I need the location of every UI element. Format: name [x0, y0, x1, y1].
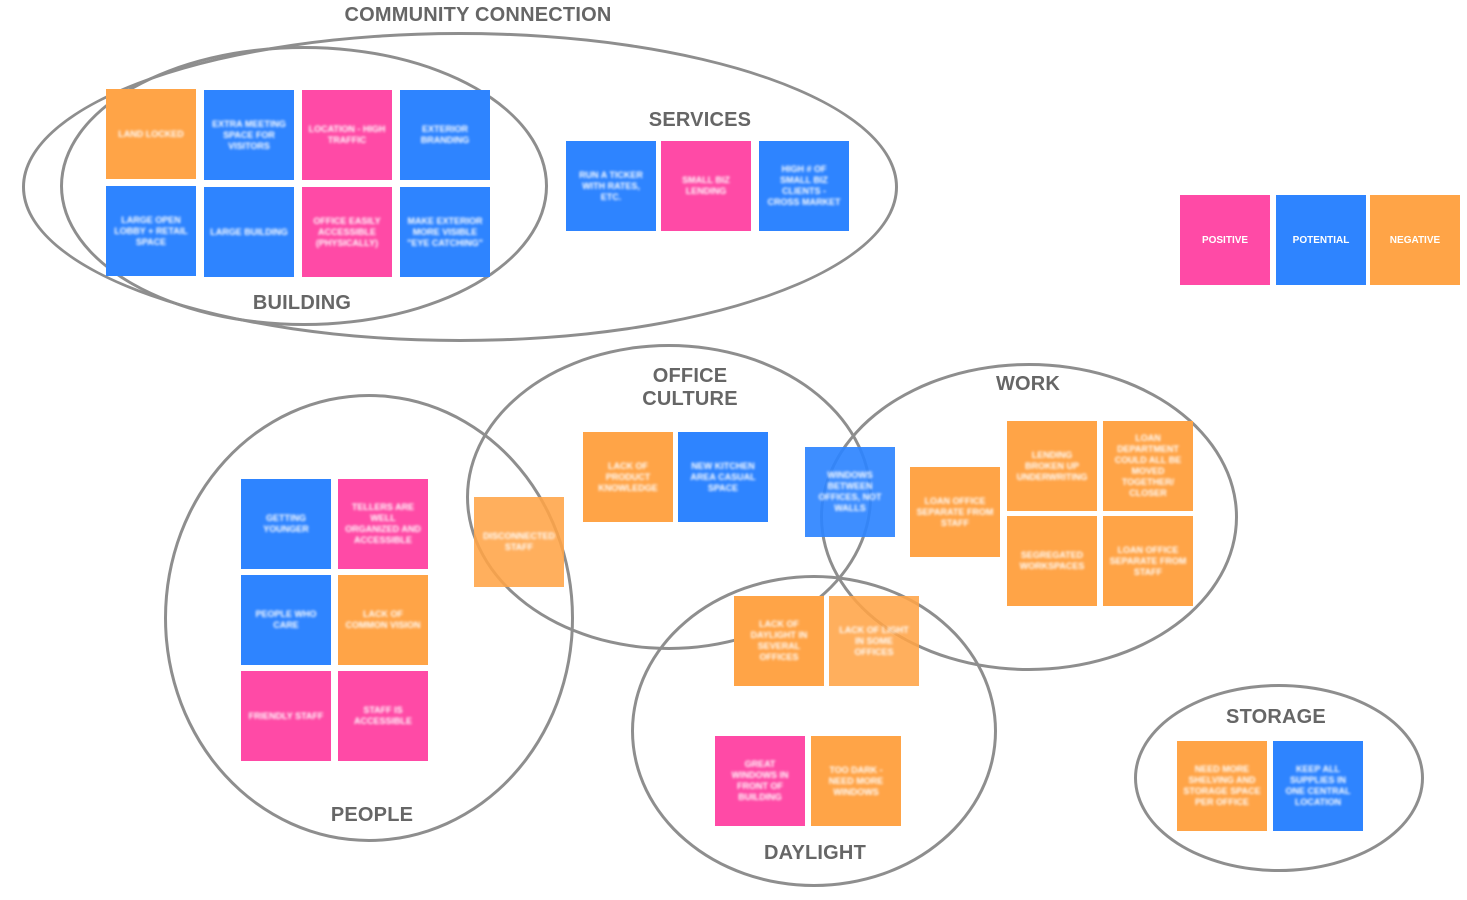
- sticky-note[interactable]: TELLERS ARE WELL ORGANIZED AND ACCESSIBL…: [338, 479, 428, 569]
- sticky-note[interactable]: PEOPLE WHO CARE: [241, 575, 331, 665]
- daylight-label: DAYLIGHT: [764, 842, 866, 864]
- sticky-note[interactable]: NEW KITCHEN AREA CASUAL SPACE: [678, 432, 768, 522]
- storage-label: STORAGE: [1226, 706, 1326, 728]
- sticky-note[interactable]: MAKE EXTERIOR MORE VISIBLE "EYE CATCHING…: [400, 187, 490, 277]
- sticky-note[interactable]: HIGH # OF SMALL BIZ CLIENTS - CROSS MARK…: [759, 141, 849, 231]
- sticky-note[interactable]: KEEP ALL SUPPLIES IN ONE CENTRAL LOCATIO…: [1273, 741, 1363, 831]
- sticky-note[interactable]: LACK OF PRODUCT KNOWLEDGE: [583, 432, 673, 522]
- legend-negative: NEGATIVE: [1370, 195, 1460, 285]
- sticky-note[interactable]: LACK OF COMMON VISION: [338, 575, 428, 665]
- sticky-note[interactable]: DISCONNECTED STAFF: [474, 497, 564, 587]
- sticky-note[interactable]: SEGREGATED WORKSPACES: [1007, 516, 1097, 606]
- sticky-note[interactable]: GETTING YOUNGER: [241, 479, 331, 569]
- sticky-note[interactable]: STAFF IS ACCESSIBLE: [338, 671, 428, 761]
- sticky-note[interactable]: OFFICE EASILY ACCESSIBLE (PHYSICALLY): [302, 187, 392, 277]
- sticky-note[interactable]: RUN A TICKER WITH RATES, ETC.: [566, 141, 656, 231]
- sticky-note[interactable]: FRIENDLY STAFF: [241, 671, 331, 761]
- building-label: BUILDING: [252, 292, 352, 314]
- community-connection-label: COMMUNITY CONNECTION: [344, 4, 612, 26]
- services-label: SERVICES: [648, 109, 752, 131]
- sticky-note[interactable]: GREAT WINDOWS IN FRONT OF BUILDING: [715, 736, 805, 826]
- sticky-note[interactable]: LARGE OPEN LOBBY + RETAIL SPACE: [106, 186, 196, 276]
- sticky-note[interactable]: LACK OF DAYLIGHT IN SEVERAL OFFICES: [734, 596, 824, 686]
- sticky-note[interactable]: LAND LOCKED: [106, 89, 196, 179]
- sticky-note[interactable]: LOCATION - HIGH TRAFFIC: [302, 90, 392, 180]
- office-culture-label: OFFICE CULTURE: [642, 365, 738, 410]
- sticky-note[interactable]: LACK OF LIGHT IN SOME OFFICES: [829, 596, 919, 686]
- work-label: WORK: [995, 373, 1061, 395]
- sticky-note[interactable]: LOAN OFFICE SEPARATE FROM STAFF: [1103, 516, 1193, 606]
- sticky-note[interactable]: LOAN OFFICE SEPARATE FROM STAFF: [910, 467, 1000, 557]
- sticky-note[interactable]: LARGE BUILDING: [204, 187, 294, 277]
- sticky-note[interactable]: EXTERIOR BRANDING: [400, 90, 490, 180]
- sticky-note[interactable]: LOAN DEPARTMENT COULD ALL BE MOVED TOGET…: [1103, 421, 1193, 511]
- sticky-note[interactable]: WINDOWS BETWEEN OFFICES, NOT WALLS: [805, 447, 895, 537]
- people-label: PEOPLE: [330, 804, 414, 826]
- legend-positive: POSITIVE: [1180, 195, 1270, 285]
- sticky-note[interactable]: NEED MORE SHELVING AND STORAGE SPACE PER…: [1177, 741, 1267, 831]
- sticky-note[interactable]: EXTRA MEETING SPACE FOR VISITORS: [204, 90, 294, 180]
- sticky-note[interactable]: LENDING BROKEN UP UNDERWRITING: [1007, 421, 1097, 511]
- sticky-note[interactable]: SMALL BIZ LENDING: [661, 141, 751, 231]
- sticky-note[interactable]: TOO DARK - NEED MORE WINDOWS: [811, 736, 901, 826]
- legend-potential: POTENTIAL: [1276, 195, 1366, 285]
